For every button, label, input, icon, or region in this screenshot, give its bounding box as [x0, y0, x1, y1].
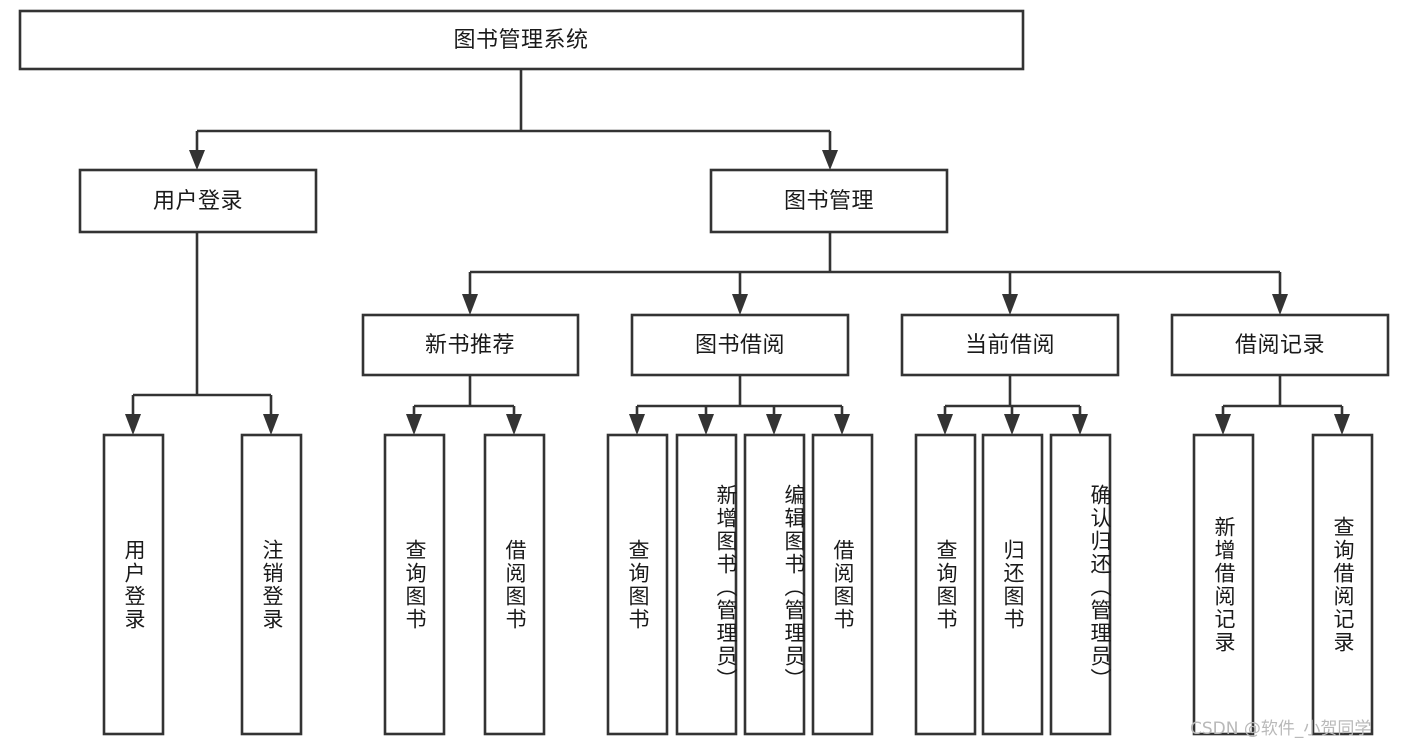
arrow-new-book-leaf1: [506, 414, 522, 435]
leaf-box-book-borrow-0[interactable]: [606, 433, 669, 736]
connector-group-book-mgmt: [462, 232, 1288, 315]
csdn-watermark: CSDN @软件_小贺同学: [1190, 719, 1372, 739]
arrow-book-mgmt-to-book-borrow: [732, 294, 748, 315]
connector-group-new-book: [406, 375, 522, 435]
leaf-box-new-book-1[interactable]: [483, 433, 546, 736]
node-user-login-label: 用户登录: [153, 189, 243, 214]
connector-group-current-borrow: [937, 375, 1088, 435]
arrow-borrow-record-leaf0: [1215, 414, 1231, 435]
arrow-book-mgmt-to-borrow-record: [1272, 294, 1288, 315]
arrow-root-to-book-mgmt: [822, 150, 838, 170]
node-current-borrow-box[interactable]: [900, 313, 1120, 377]
leaf-box-book-borrow-3[interactable]: [811, 433, 874, 736]
node-new-book-recommend-label: 新书推荐: [425, 333, 515, 358]
leaf-box-current-borrow-0[interactable]: [914, 433, 977, 736]
arrow-user-login-leaf1: [263, 414, 279, 435]
node-current-borrow[interactable]: 当前借阅: [900, 313, 1120, 377]
arrow-book-borrow-leaf1: [698, 414, 714, 435]
node-borrow-record-box[interactable]: [1170, 313, 1390, 377]
node-book-borrow-label: 图书借阅: [695, 333, 785, 358]
node-book-borrow-box[interactable]: [630, 313, 850, 377]
connector-group-root: [189, 69, 838, 170]
arrow-book-borrow-leaf0: [629, 414, 645, 435]
node-new-book-recommend[interactable]: 新书推荐: [361, 313, 580, 377]
leaf-box-book-borrow-1[interactable]: [675, 433, 738, 736]
arrow-current-borrow-leaf0: [937, 414, 953, 435]
arrow-book-borrow-leaf2: [766, 414, 782, 435]
leaf-box-borrow-record-1[interactable]: [1311, 433, 1374, 736]
node-current-borrow-label: 当前借阅: [965, 333, 1055, 358]
node-new-book-recommend-box[interactable]: [361, 313, 580, 377]
node-book-management-box[interactable]: [709, 168, 949, 234]
arrow-new-book-leaf0: [406, 414, 422, 435]
node-root-box[interactable]: [18, 9, 1025, 71]
arrow-book-mgmt-to-current-borrow: [1002, 294, 1018, 315]
leaf-box-current-borrow-1[interactable]: [981, 433, 1044, 736]
connector-group-book-borrow: [629, 375, 850, 435]
arrow-book-borrow-leaf3: [834, 414, 850, 435]
arrow-borrow-record-leaf1: [1334, 414, 1350, 435]
connector-group-borrow-record: [1215, 375, 1350, 435]
node-borrow-record-label: 借阅记录: [1235, 333, 1325, 358]
leaf-box-user-login-0[interactable]: [102, 433, 165, 736]
node-user-login[interactable]: 用户登录: [78, 168, 318, 234]
leaf-box-book-borrow-2[interactable]: [743, 433, 806, 736]
connector-group-user-login: [125, 232, 279, 435]
leaf-box-user-login-1[interactable]: [240, 433, 303, 736]
arrow-current-borrow-leaf2: [1072, 414, 1088, 435]
node-borrow-record[interactable]: 借阅记录: [1170, 313, 1390, 377]
leaf-box-current-borrow-2[interactable]: [1049, 433, 1112, 736]
node-book-management-label: 图书管理: [784, 189, 874, 214]
leaf-boxes: [102, 433, 1374, 736]
leaf-box-new-book-0[interactable]: [383, 433, 446, 736]
arrow-current-borrow-leaf1: [1004, 414, 1020, 435]
node-root-label: 图书管理系统: [453, 28, 588, 53]
node-root[interactable]: 图书管理系统: [18, 9, 1025, 71]
arrow-root-to-user-login: [189, 150, 205, 170]
arrow-user-login-leaf0: [125, 414, 141, 435]
arrow-book-mgmt-to-new-book: [462, 294, 478, 315]
leaf-box-borrow-record-0[interactable]: [1192, 433, 1255, 736]
node-book-management[interactable]: 图书管理: [709, 168, 949, 234]
node-user-login-box[interactable]: [78, 168, 318, 234]
node-book-borrow[interactable]: 图书借阅: [630, 313, 850, 377]
